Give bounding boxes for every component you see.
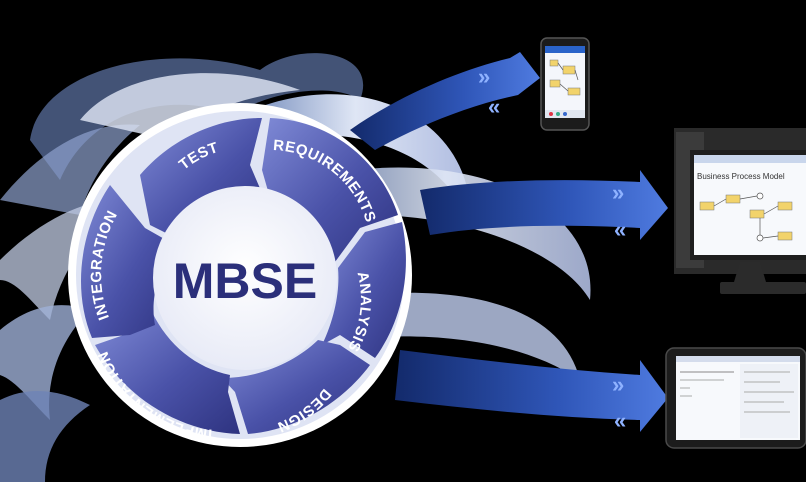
segment-implementation: [95, 312, 240, 434]
mbse-wheel: MBSE TEST REQUIREMENTS ANALYSIS DESIGN I…: [68, 103, 412, 447]
segment-test: [140, 118, 265, 240]
segment-analysis: [322, 222, 406, 358]
back-chevron-icon: «: [614, 408, 626, 433]
wheel-center: [153, 186, 337, 370]
arrow-to-tablet: » «: [395, 350, 668, 433]
forward-chevron-icon: »: [612, 180, 624, 205]
segment-requirements: [262, 118, 398, 262]
tablet-icon: [665, 347, 806, 449]
arrow-to-desktop: » «: [420, 170, 668, 242]
back-chevron-icon: «: [488, 94, 500, 119]
center-label: MBSE: [173, 253, 317, 309]
forward-chevron-icon: »: [612, 372, 624, 397]
desktop-monitor-icon: Business Process Model: [674, 128, 806, 294]
segment-design: [222, 340, 370, 434]
smartphone-icon: [540, 37, 590, 131]
arrow-to-phone: » «: [350, 52, 540, 150]
desktop-screen-title: Business Process Model: [697, 172, 785, 181]
back-chevron-icon: «: [614, 217, 626, 242]
segment-integration: [80, 185, 175, 338]
background-swooshes: [0, 53, 364, 482]
forward-chevron-icon: »: [478, 64, 490, 89]
